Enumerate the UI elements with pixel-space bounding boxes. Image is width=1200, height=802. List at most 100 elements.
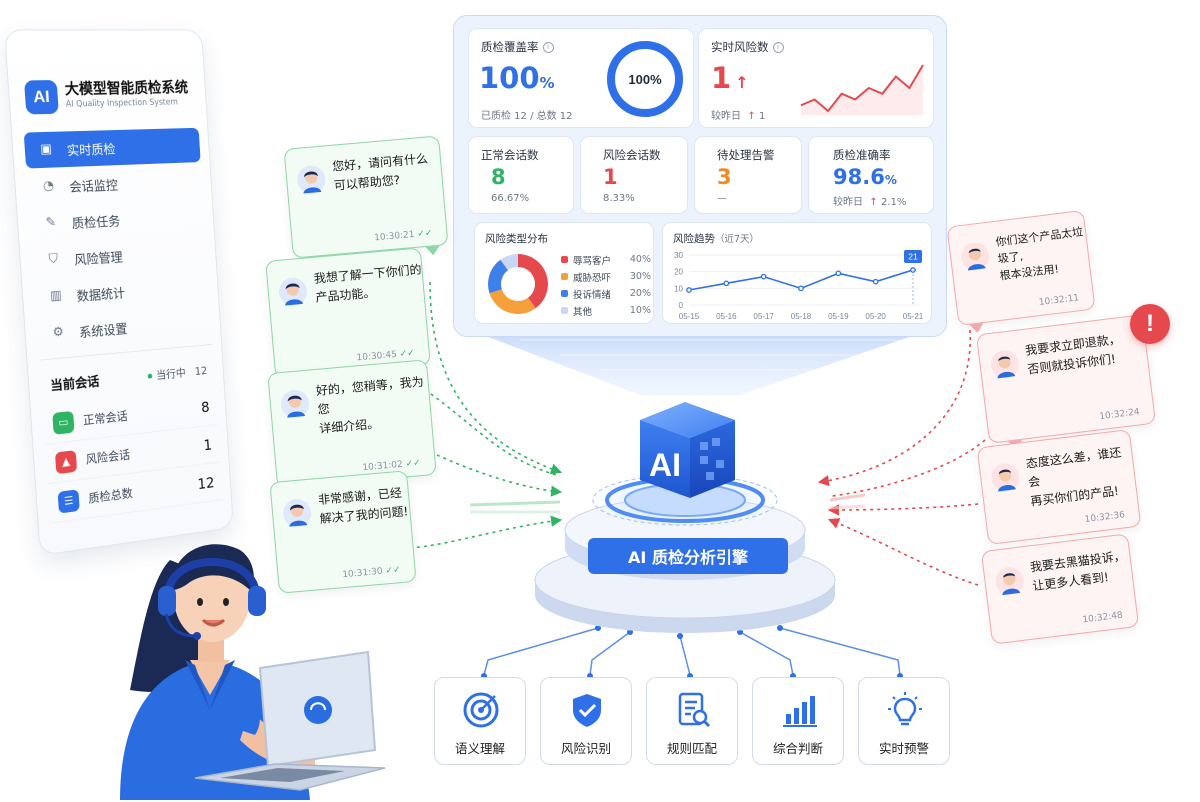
- stat-card-alerts[interactable]: 待处理告警 3 —: [694, 136, 802, 214]
- legend-pct: 30%: [629, 271, 651, 282]
- stat-card-normal[interactable]: 正常会话数 8 66.67%: [468, 136, 574, 214]
- trend-last-label: 21: [908, 252, 918, 262]
- customer-chat-bubble: 我要求立即退款，否则就投诉你们! 10:32:24: [975, 314, 1157, 451]
- document-search-icon: [678, 692, 711, 728]
- risk-value: 1↑: [711, 61, 749, 95]
- trend-point: [835, 270, 842, 277]
- x-tick-label: 05-19: [828, 312, 849, 321]
- engine-label: AI 质检分析引擎: [628, 548, 749, 567]
- customer-avatar: [991, 463, 1020, 492]
- risk-type-donut: [488, 254, 548, 314]
- x-tick-label: 05-17: [753, 312, 774, 321]
- alert-badge[interactable]: !: [1130, 304, 1170, 344]
- customer-chat-bubble: 我要去黑猫投诉，让更多人看到! 10:32:48: [980, 533, 1140, 645]
- coverage-ring: 100%: [607, 41, 683, 117]
- sparkline-line: [800, 64, 924, 113]
- coverage-sub: 已质检 12 / 总数 12: [481, 111, 573, 122]
- info-icon[interactable]: i: [772, 42, 784, 53]
- capability-judgement[interactable]: 综合判断: [752, 677, 844, 765]
- agent-chat-bubble: 好的，您稍等，我为您详细介绍。 10:31:02: [267, 359, 437, 489]
- customer-avatar: [990, 350, 1019, 379]
- donut-slice-1: [489, 289, 536, 314]
- trend-point: [872, 278, 879, 285]
- x-tick-label: 05-15: [679, 312, 700, 321]
- risk-trend-chart: 0 10 20 30 05-15 05-16 05-17 05-18 05-19 05-20 05-…: [674, 250, 924, 321]
- legend-pct: 40%: [629, 254, 651, 265]
- chat-time: 10:30:21: [374, 228, 433, 243]
- trend-point: [723, 280, 730, 287]
- svg-text:100%: 100%: [628, 72, 662, 87]
- agent-avatar: [278, 277, 307, 306]
- x-tick-label: 05-20: [865, 312, 886, 321]
- customer-avatar: [961, 242, 990, 271]
- bar-chart-icon: [783, 696, 817, 727]
- stat-card-risk[interactable]: 风险会话数 1 8.33%: [580, 136, 688, 214]
- risk-type-legend: 辱骂客户 40% 威胁恐吓 30% 投诉情绪 20% 其他 10%: [561, 251, 651, 319]
- customer-chat-bubble: 你们这个产品太垃圾了,根本没法用! 10:32:11: [946, 209, 1096, 334]
- y-tick-label: 10: [674, 284, 683, 293]
- chat-time: 10:31:30: [342, 565, 401, 580]
- trend-point: [760, 273, 767, 280]
- info-icon[interactable]: i: [542, 42, 554, 53]
- coverage-value: 100%: [479, 61, 555, 95]
- target-icon: [463, 692, 499, 728]
- risk-sub: 较昨日 ↑ 1: [711, 111, 766, 122]
- agent-chat-bubble: 您好，请问有什么可以帮助您? 10:30:21: [283, 135, 449, 259]
- cube-label: AI: [649, 447, 681, 483]
- capability-rules[interactable]: 规则匹配: [646, 677, 738, 765]
- legend-label: 其他: [573, 306, 593, 318]
- capability-alert[interactable]: 实时预警: [858, 677, 950, 765]
- legend-item: 其他 10%: [561, 302, 651, 319]
- legend-item: 辱骂客户 40%: [561, 251, 651, 268]
- sparkline-area: [801, 65, 923, 115]
- legend-item: 投诉情绪 20%: [561, 285, 651, 302]
- x-tick-label: 05-16: [716, 312, 737, 321]
- agent-avatar: [283, 498, 312, 527]
- legend-label: 投诉情绪: [573, 289, 612, 301]
- y-tick-label: 20: [674, 268, 683, 277]
- trend-last-badge: [904, 250, 922, 263]
- legend-label: 辱骂客户: [573, 255, 612, 267]
- customer-avatar: [995, 567, 1024, 596]
- trend-point: [798, 285, 804, 292]
- capability-semantic[interactable]: 语义理解: [434, 677, 526, 765]
- legend-pct: 20%: [629, 288, 651, 299]
- chat-time: 10:32:11: [1038, 293, 1080, 309]
- donut-slice-3: [500, 254, 518, 271]
- legend-swatch: [561, 307, 568, 314]
- chat-time: 10:32:48: [1081, 610, 1124, 626]
- stat-card-accuracy[interactable]: 质检准确率 98.6% 较昨日 ↑ 2.1%: [808, 136, 934, 214]
- customer-chat-bubble: 态度这么差，谁还会再买你们的产品! 10:32:36: [976, 428, 1142, 546]
- legend-swatch: [561, 256, 568, 263]
- x-tick-label: 05-21: [903, 312, 924, 321]
- chat-time: 10:32:36: [1084, 510, 1126, 526]
- legend-pct: 10%: [629, 305, 651, 316]
- y-tick-label: 0: [679, 301, 684, 310]
- donut-slice-0: [518, 254, 548, 309]
- agent-chat-bubble: 非常感谢，已经解决了我的问题! 10:31:30: [269, 470, 417, 594]
- agent-illustration: [120, 544, 386, 800]
- legend-swatch: [561, 273, 568, 280]
- shield-check-icon: [573, 694, 601, 727]
- ai-engine: AI AI 质检分析引擎: [534, 402, 836, 633]
- y-tick-label: 30: [674, 251, 683, 260]
- risk-sparkline: [800, 64, 924, 115]
- x-tick-label: 05-18: [791, 312, 812, 321]
- lightbulb-icon: [888, 692, 922, 726]
- capability-risk[interactable]: 风险识别: [540, 677, 632, 765]
- legend-swatch: [561, 290, 568, 297]
- legend-label: 威胁恐吓: [573, 272, 612, 284]
- agent-avatar: [297, 165, 326, 194]
- agent-chat-bubble: 我想了解一下你们的产品功能。 10:30:45: [265, 247, 431, 379]
- donut-slice-2: [488, 259, 509, 294]
- trend-point: [686, 287, 692, 293]
- chat-time: 10:32:24: [1098, 407, 1141, 423]
- legend-item: 威胁恐吓 30%: [561, 268, 651, 285]
- agent-avatar: [281, 389, 310, 418]
